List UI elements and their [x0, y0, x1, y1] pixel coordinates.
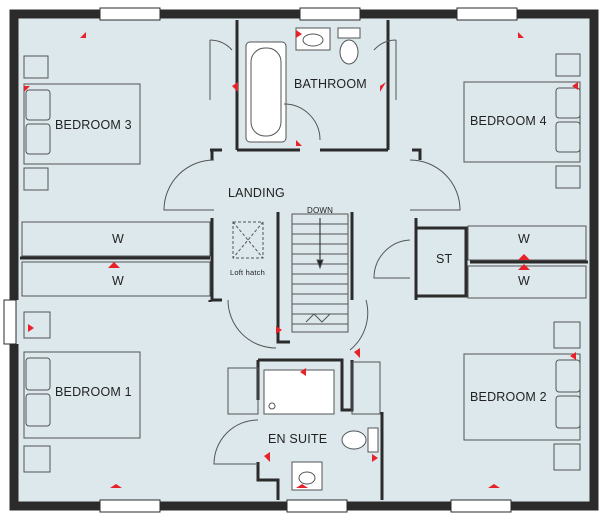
- en-suite-fixtures: [263, 369, 379, 491]
- wardrobes-outline: [21, 221, 587, 299]
- door-swings: [163, 39, 461, 465]
- en-suite-toilet-cistern: [367, 427, 379, 453]
- en-suite-toilet-bowl: [341, 430, 367, 450]
- room-label-bathroom: BATHROOM: [294, 77, 367, 91]
- toilet-bowl: [339, 39, 359, 65]
- room-label-bedroom-4: BEDROOM 4: [470, 114, 547, 128]
- stairs: [291, 213, 349, 333]
- beds: [23, 81, 581, 441]
- room-label-landing: LANDING: [228, 186, 285, 200]
- window-bathroom: [299, 7, 361, 21]
- window-bedroom-3: [99, 7, 161, 21]
- window-en-suite: [286, 499, 348, 513]
- room-label-en-suite: EN SUITE: [268, 432, 328, 446]
- window-side: [3, 299, 17, 345]
- bathroom-fixtures: [245, 27, 361, 143]
- room-label-bedroom-3: BEDROOM 3: [55, 118, 132, 132]
- room-label-store: ST: [436, 252, 453, 266]
- en-suite-basin: [291, 461, 323, 491]
- basin: [295, 27, 331, 51]
- wardrobe-label-left-lower: W: [112, 274, 124, 288]
- window-bedroom-1: [99, 499, 161, 513]
- wardrobe-label-right-lower: W: [518, 274, 530, 288]
- room-label-bedroom-2: BEDROOM 2: [470, 390, 547, 404]
- wardrobe-label-left-upper: W: [112, 232, 124, 246]
- room-label-bedroom-1: BEDROOM 1: [55, 385, 132, 399]
- shower-tray: [263, 369, 335, 415]
- loft-hatch-label: Loft hatch: [230, 268, 265, 277]
- window-bedroom-2: [450, 499, 512, 513]
- bedside-tables: [23, 53, 581, 473]
- window-bedroom-4: [456, 7, 518, 21]
- bath: [245, 41, 287, 143]
- wardrobe-label-right-upper: W: [518, 232, 530, 246]
- stairs-direction-label: DOWN: [307, 206, 334, 215]
- power-markers: [24, 30, 578, 488]
- outer-walls: [9, 9, 599, 511]
- loft-hatch: [232, 221, 264, 259]
- toilet-cistern: [337, 27, 361, 39]
